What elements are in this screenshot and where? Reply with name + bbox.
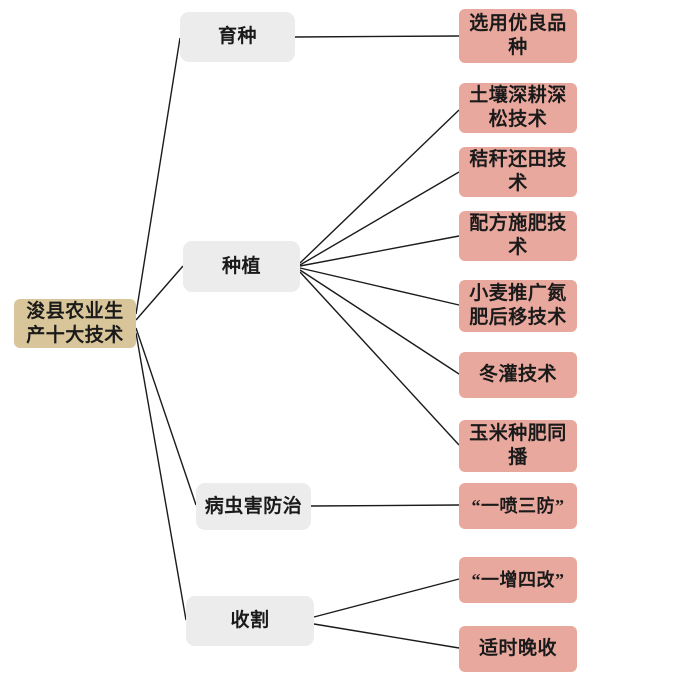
connector-line: [299, 271, 460, 446]
leaf-node: 配方施肥技 术: [459, 211, 577, 261]
branch-node-planting: 种植: [183, 241, 300, 292]
leaf-node: 玉米种肥同 播: [459, 420, 577, 472]
connector-line: [313, 623, 460, 649]
branch-node-pest-control: 病虫害防治: [196, 483, 311, 530]
connector-line: [135, 332, 187, 621]
connector-line: [135, 265, 184, 321]
branch-node-breeding: 育种: [180, 12, 295, 62]
leaf-node: 秸秆还田技 术: [459, 147, 577, 197]
root-node: 浚县农业生 产十大技术: [14, 299, 136, 348]
connector-line: [299, 267, 460, 306]
leaf-node: “一喷三防”: [459, 483, 577, 529]
connector-line: [294, 35, 460, 38]
leaf-node: “一增四改”: [459, 557, 577, 603]
leaf-node: 适时晚收: [459, 626, 577, 672]
connector-line: [135, 37, 181, 315]
branch-node-harvest: 收割: [186, 596, 314, 646]
connector-line: [299, 109, 460, 264]
leaf-node: 选用优良品 种: [459, 9, 577, 63]
leaf-node: 小麦推广氮 肥后移技术: [459, 280, 577, 332]
connector-line: [135, 327, 197, 506]
connector-line: [299, 235, 460, 267]
connector-line: [313, 578, 460, 618]
connector-line: [310, 504, 460, 507]
leaf-node: 冬灌技术: [459, 352, 577, 398]
leaf-node: 土壤深耕深 松技术: [459, 83, 577, 133]
connector-line: [299, 269, 460, 375]
connector-line: [299, 171, 460, 266]
